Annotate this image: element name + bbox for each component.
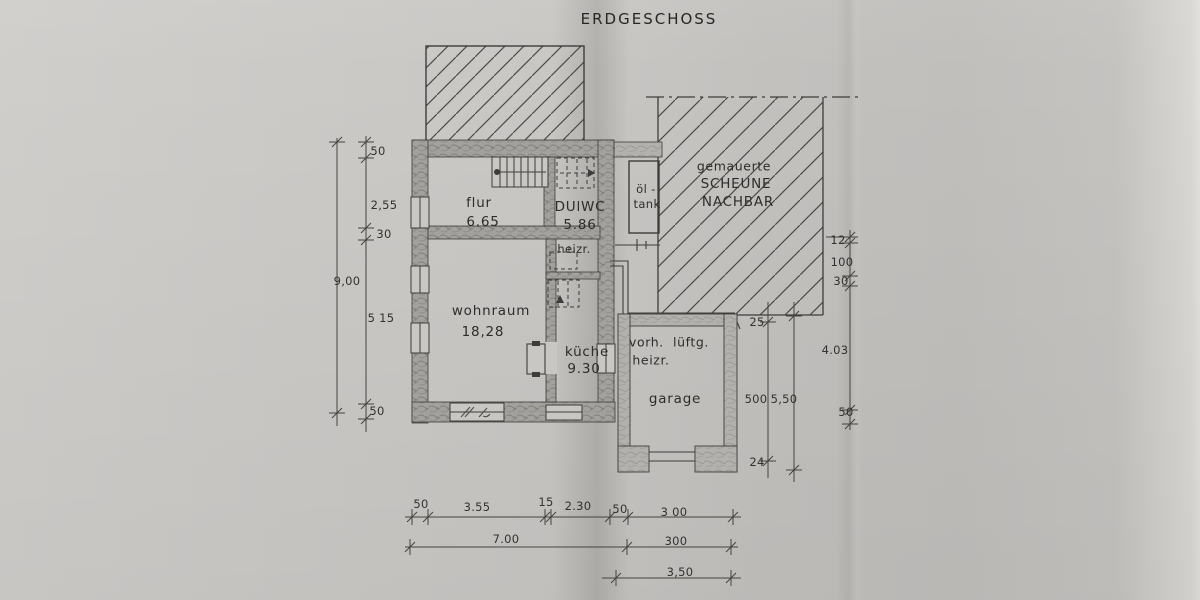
window-marks	[460, 406, 491, 418]
dim-label: 9,00	[333, 274, 361, 288]
door	[526, 341, 557, 377]
room-label-heizr: heizr.	[557, 242, 591, 256]
dim-label: 2.30	[564, 499, 592, 513]
dim-label: 15	[538, 495, 554, 509]
dim-label: 30	[376, 227, 392, 241]
dim-label: 5 15	[367, 311, 395, 325]
label-oel-tank: tank	[633, 197, 661, 211]
label-oel-tank: öl -	[636, 182, 656, 196]
dim-label: 50	[612, 502, 628, 516]
dim-label: 50	[370, 144, 386, 158]
dim-label: 5,50	[770, 392, 798, 406]
shaft-arrow	[556, 295, 564, 303]
dim-label: 2,55	[370, 198, 398, 212]
hatched-area-top-left	[425, 45, 585, 143]
dim-label: 500	[744, 392, 768, 406]
staircase	[491, 156, 549, 188]
neighbor-label: NACHBAR	[701, 194, 775, 210]
room-label-kueche: küche	[564, 344, 610, 360]
room-label-duwc: DUlWC	[554, 199, 606, 215]
stair-direction-arrow	[588, 169, 595, 177]
dim-label: 3,50	[666, 565, 694, 579]
garage-note: heizr.	[632, 352, 670, 368]
staircase-dashed	[556, 157, 595, 189]
area-label-kueche: 9.30	[567, 361, 601, 377]
dim-label: 3 00	[660, 505, 688, 519]
room-label-garage: garage	[648, 391, 702, 407]
area-label-wohnraum: 18,28	[461, 324, 505, 340]
dim-label: 50	[838, 405, 854, 419]
dim-label: 30	[833, 274, 849, 288]
chimney-shaft-dashed	[547, 279, 580, 308]
drawing-title: ERDGESCHOSS	[580, 10, 718, 28]
windows	[410, 196, 616, 422]
boiler-symbol	[549, 246, 578, 270]
neighbor-label: gemauerte	[696, 158, 772, 174]
dim-label: 7.00	[492, 532, 520, 546]
dim-label: 300	[664, 534, 688, 548]
dim-label: 50	[369, 404, 385, 418]
room-label-wohnraum: wohnraum	[451, 303, 531, 319]
oil-tank	[615, 160, 660, 251]
dim-label: 25	[749, 315, 765, 329]
neighbor-barn-hatched	[646, 96, 862, 316]
dim-label: 24	[749, 455, 765, 469]
garage-note: vorh. lüftg.	[629, 334, 709, 350]
garage-walls	[617, 313, 738, 473]
area-label-flur: 6.65	[466, 214, 500, 230]
dimension-ticks	[329, 136, 858, 586]
dim-label: 12	[830, 233, 846, 247]
dim-label: 4.03	[821, 343, 849, 357]
dim-label: 3.55	[463, 500, 491, 514]
neighbor-label: SCHEUNE	[700, 176, 772, 192]
dim-label: 50	[413, 497, 429, 511]
area-label-duwc: 5.86	[563, 217, 597, 233]
dim-label: 100	[830, 255, 854, 269]
room-label-flur: flur	[466, 195, 492, 211]
